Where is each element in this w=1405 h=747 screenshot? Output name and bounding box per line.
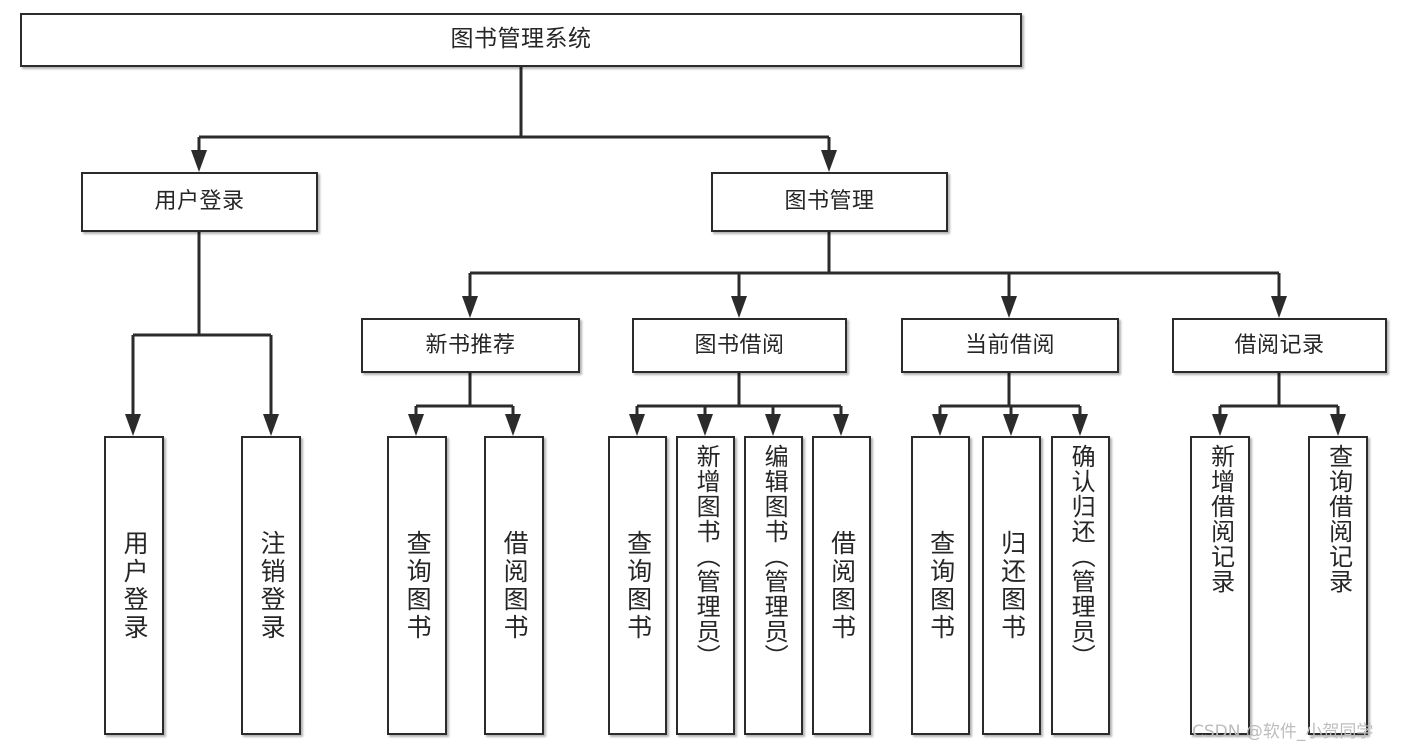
node-new-book-rec[interactable]: 新书推荐 bbox=[361, 318, 580, 373]
node-leaf-add-record[interactable]: 新增借阅记录 bbox=[1190, 436, 1250, 735]
current-borrow-to-leaves-arrow-1 bbox=[1003, 414, 1019, 436]
node-leaf-user-login-label: 用户登录 bbox=[120, 529, 150, 642]
user-login-to-leaves-arrow-1 bbox=[263, 414, 279, 436]
node-leaf-query-book-current[interactable]: 查询图书 bbox=[911, 436, 970, 735]
node-user-login[interactable]: 用户登录 bbox=[81, 172, 318, 232]
node-book-manage[interactable]: 图书管理 bbox=[711, 172, 948, 232]
new-book-rec-to-leaves-arrow-0 bbox=[408, 414, 424, 436]
node-leaf-query-book-rec[interactable]: 查询图书 bbox=[387, 436, 447, 735]
node-book-borrow[interactable]: 图书借阅 bbox=[632, 318, 847, 373]
node-leaf-user-login[interactable]: 用户登录 bbox=[104, 436, 164, 735]
node-leaf-edit-book-label: 编辑图书（管理员） bbox=[760, 444, 789, 669]
node-leaf-borrow-book-rec[interactable]: 借阅图书 bbox=[484, 436, 544, 735]
node-leaf-borrow-book[interactable]: 借阅图书 bbox=[812, 436, 871, 735]
node-leaf-return-book-label: 归还图书 bbox=[997, 529, 1027, 642]
book-manage-to-level2-arrow-2 bbox=[1001, 296, 1017, 318]
borrow-record-to-leaves-arrow-1 bbox=[1330, 414, 1346, 436]
node-leaf-logout-label: 注销登录 bbox=[257, 529, 287, 642]
current-borrow-to-leaves-arrow-2 bbox=[1072, 414, 1088, 436]
book-manage-to-level2-arrow-3 bbox=[1271, 296, 1287, 318]
new-book-rec-to-leaves-arrow-1 bbox=[505, 414, 521, 436]
node-borrow-record-label: 借阅记录 bbox=[1234, 332, 1325, 358]
node-root-图书管理系统[interactable]: 图书管理系统 bbox=[20, 13, 1022, 67]
node-leaf-add-record-label: 新增借阅记录 bbox=[1206, 444, 1235, 594]
node-book-borrow-label: 图书借阅 bbox=[694, 332, 785, 358]
node-current-borrow-label: 当前借阅 bbox=[964, 332, 1055, 358]
node-borrow-record[interactable]: 借阅记录 bbox=[1172, 318, 1387, 373]
book-borrow-to-leaves-arrow-2 bbox=[765, 414, 781, 436]
node-leaf-borrow-book-rec-label: 借阅图书 bbox=[500, 529, 530, 642]
node-leaf-query-record-label: 查询借阅记录 bbox=[1324, 444, 1353, 594]
node-leaf-add-book[interactable]: 新增图书（管理员） bbox=[676, 436, 735, 735]
book-manage-to-level2-arrow-1 bbox=[731, 296, 747, 318]
node-root-图书管理系统-label: 图书管理系统 bbox=[450, 26, 592, 53]
book-manage-to-level2-arrow-0 bbox=[462, 296, 478, 318]
root-to-level1-arrow-1 bbox=[821, 150, 837, 172]
book-borrow-to-leaves-arrow-1 bbox=[697, 414, 713, 436]
user-login-to-leaves-arrow-0 bbox=[125, 414, 141, 436]
node-leaf-logout[interactable]: 注销登录 bbox=[241, 436, 301, 735]
book-borrow-to-leaves-arrow-0 bbox=[629, 414, 645, 436]
borrow-record-to-leaves-arrow-0 bbox=[1212, 414, 1228, 436]
book-borrow-to-leaves-arrow-3 bbox=[833, 414, 849, 436]
node-leaf-add-book-label: 新增图书（管理员） bbox=[692, 444, 721, 669]
node-leaf-query-book-rec-label: 查询图书 bbox=[403, 529, 433, 642]
node-leaf-query-book-borrow[interactable]: 查询图书 bbox=[608, 436, 667, 735]
node-leaf-query-book-current-label: 查询图书 bbox=[926, 529, 956, 642]
node-current-borrow[interactable]: 当前借阅 bbox=[901, 318, 1119, 373]
node-leaf-confirm-return[interactable]: 确认归还（管理员） bbox=[1051, 436, 1110, 735]
node-book-manage-label: 图书管理 bbox=[784, 189, 875, 215]
node-leaf-return-book[interactable]: 归还图书 bbox=[982, 436, 1041, 735]
current-borrow-to-leaves-arrow-0 bbox=[932, 414, 948, 436]
root-to-level1-arrow-0 bbox=[191, 150, 207, 172]
node-new-book-rec-label: 新书推荐 bbox=[425, 332, 516, 358]
node-leaf-query-book-borrow-label: 查询图书 bbox=[623, 529, 653, 642]
node-leaf-query-record[interactable]: 查询借阅记录 bbox=[1308, 436, 1368, 735]
node-user-login-label: 用户登录 bbox=[154, 189, 245, 215]
node-leaf-edit-book[interactable]: 编辑图书（管理员） bbox=[744, 436, 803, 735]
node-leaf-confirm-return-label: 确认归还（管理员） bbox=[1067, 444, 1096, 669]
csdn-watermark: CSDN @软件_小贺同学 bbox=[1192, 722, 1374, 742]
node-leaf-borrow-book-label: 借阅图书 bbox=[827, 529, 857, 642]
